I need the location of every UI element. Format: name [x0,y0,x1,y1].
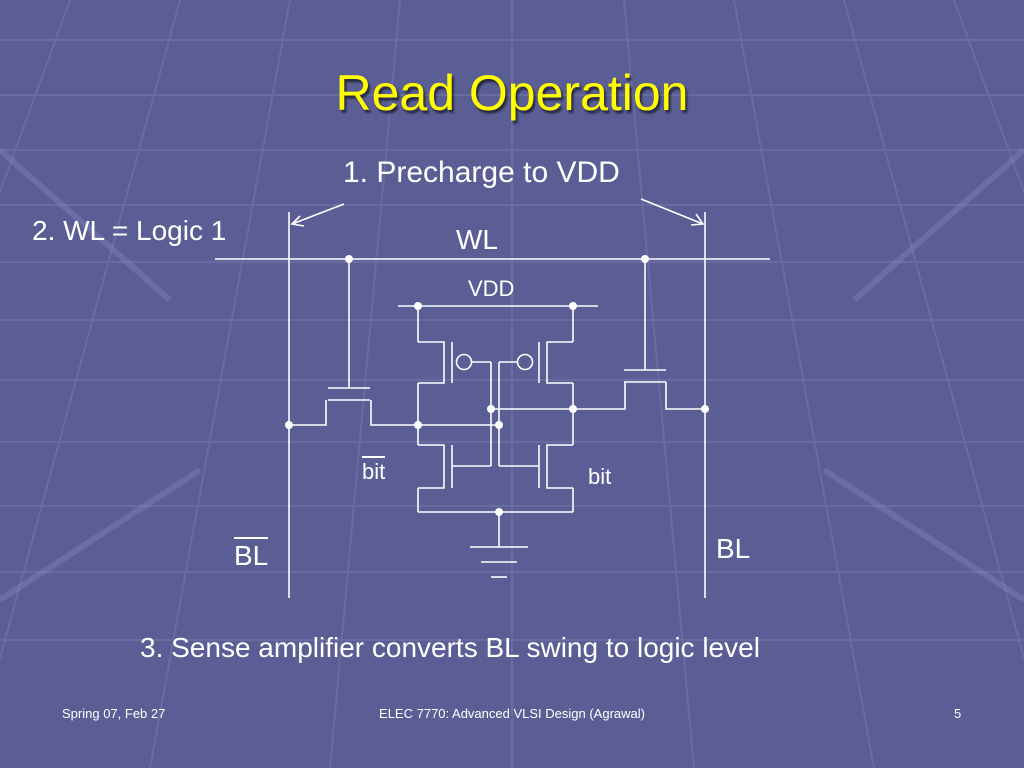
vdd-label: VDD [468,276,515,301]
slide-title: Read Operation [335,65,689,121]
bitline-label: BL [716,533,751,564]
step-wordline-label: 2. WL = Logic 1 [32,215,227,246]
precharge-arrows [290,198,705,227]
footer-date: Spring 07, Feb 27 [62,706,166,721]
left-access-transistor [289,259,418,426]
bit-bar-label: bit [362,456,386,485]
wordline-label: WL [456,224,498,255]
right-inverter [498,306,574,512]
footer-page-number: 5 [954,706,962,721]
step-sense-amp-label: 3. Sense amplifier converts BL swing to … [140,632,760,663]
ground-symbol [418,508,573,578]
step-precharge-label: 1. Precharge to VDD [343,156,620,189]
bit-label: bit [588,464,612,489]
left-inverter [417,306,492,512]
footer-course: ELEC 7770: Advanced VLSI Design (Agrawal… [379,706,645,721]
right-access-transistor [573,259,705,410]
bitline-bar-label: BL [234,537,269,572]
